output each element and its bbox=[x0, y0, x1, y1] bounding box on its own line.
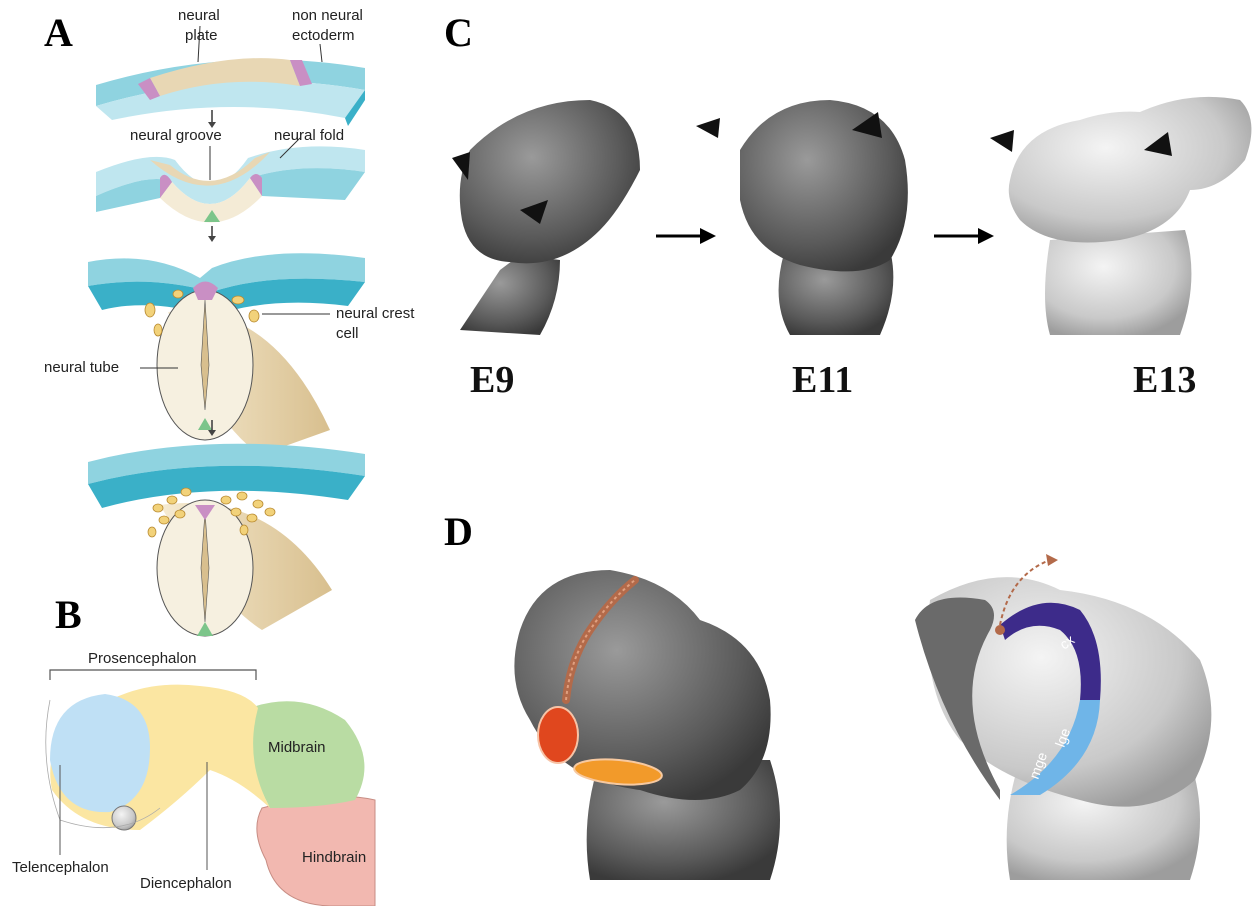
embryo-d-right bbox=[915, 554, 1211, 880]
arrowhead-icon bbox=[452, 152, 470, 180]
label-neural-crest-2: cell bbox=[336, 325, 359, 342]
label-prosencephalon: Prosencephalon bbox=[88, 650, 196, 667]
label-neural-fold: neural fold bbox=[274, 127, 344, 144]
arrowhead-icon bbox=[696, 118, 720, 138]
panel-d: D cx lge mge bbox=[444, 509, 1211, 880]
panel-c-letter: C bbox=[444, 10, 473, 55]
telencephalon-shape bbox=[50, 694, 150, 812]
embryo-d-left bbox=[514, 570, 780, 880]
label-neural-plate-2: plate bbox=[185, 27, 218, 44]
pallial-region bbox=[538, 707, 578, 763]
panel-a-letter: A bbox=[44, 10, 73, 55]
panel-d-letter: D bbox=[444, 509, 473, 554]
arrowhead-icon bbox=[990, 130, 1014, 152]
embryo-e11 bbox=[696, 100, 908, 335]
prosencephalon-bracket bbox=[50, 670, 256, 680]
label-neural-plate-1: neural bbox=[178, 7, 220, 24]
label-diencephalon: Diencephalon bbox=[140, 875, 232, 892]
panel-a: A neural plate non neural ectoderm bbox=[44, 7, 415, 636]
stage-closed-tube bbox=[88, 444, 365, 636]
embryo-e9 bbox=[452, 100, 640, 335]
panel-c: C E9 E11 bbox=[444, 10, 1251, 401]
stage-label-e9: E9 bbox=[470, 359, 514, 401]
stage-neural-tube bbox=[88, 253, 365, 455]
arrow-right-icon bbox=[934, 228, 994, 244]
stage-neural-groove bbox=[96, 138, 365, 223]
eye-vesicle bbox=[112, 806, 136, 830]
label-midbrain: Midbrain bbox=[268, 739, 326, 756]
label-non-neural-1: non neural bbox=[292, 7, 363, 24]
panel-b: B Prosencephalon Midbrain Telencephalon … bbox=[12, 592, 375, 906]
stage-label-e11: E11 bbox=[792, 359, 853, 401]
label-neural-crest-1: neural crest bbox=[336, 305, 415, 322]
label-telencephalon: Telencephalon bbox=[12, 859, 109, 876]
label-neural-tube: neural tube bbox=[44, 359, 119, 376]
stage-label-e13: E13 bbox=[1133, 359, 1196, 401]
label-hindbrain: Hindbrain bbox=[302, 849, 366, 866]
panel-b-letter: B bbox=[55, 592, 82, 637]
label-neural-groove: neural groove bbox=[130, 127, 222, 144]
embryo-e13 bbox=[990, 97, 1251, 335]
arrow-down-icon bbox=[208, 110, 216, 128]
arrow-down-icon bbox=[208, 226, 216, 242]
label-non-neural-2: ectoderm bbox=[292, 27, 355, 44]
arrow-right-icon bbox=[656, 228, 716, 244]
